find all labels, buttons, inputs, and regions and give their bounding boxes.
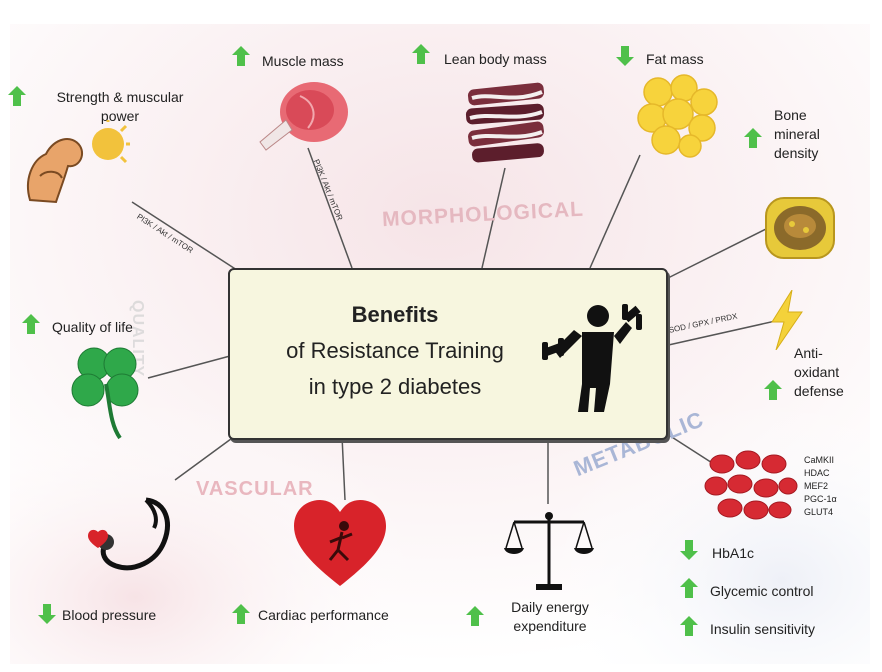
connector-lines — [131, 147, 781, 504]
up-arrow-icon — [232, 604, 250, 624]
benefit-bone-line3: density — [774, 144, 819, 161]
benefit-insulin-sensitivity: Insulin sensitivity — [710, 621, 816, 637]
benefit-antioxidant-line2: oxidant — [794, 363, 840, 380]
up-arrow-icon — [680, 616, 698, 636]
down-arrow-icon — [616, 46, 634, 66]
benefit-antioxidant-line3: defense — [794, 382, 844, 399]
benefit-glycemic-control: Glycemic control — [710, 583, 814, 599]
balance-scale-icon — [504, 512, 594, 590]
up-arrow-icon — [8, 86, 26, 106]
marker-pgc1a: PGC-1α — [804, 494, 837, 505]
section-vascular: VASCULAR — [196, 478, 314, 500]
benefit-quality-of-life: Quality of life — [52, 319, 133, 335]
stethoscope-icon — [88, 497, 170, 571]
benefit-fat-mass: Fat mass — [646, 51, 704, 67]
benefit-energy-line2: expenditure — [513, 617, 587, 634]
center-subtitle-2: in type 2 diabetes — [308, 374, 482, 399]
benefit-antioxidant: Anti- oxidant defense — [794, 344, 844, 401]
center-benefits-box: Benefits of Resistance Training in type … — [228, 268, 668, 440]
center-subtitle-1: of Resistance Training — [286, 338, 504, 363]
benefit-energy-line1: Daily energy — [511, 599, 589, 615]
benefit-lean-body-mass: Lean body mass — [444, 51, 547, 67]
up-arrow-icon — [744, 128, 762, 148]
up-arrow-icon — [22, 314, 40, 334]
muscle-meat-icon — [259, 82, 348, 151]
benefit-strength-line2: power — [100, 107, 140, 124]
up-arrow-icon — [764, 380, 782, 400]
marker-glut4: GLUT4 — [804, 507, 834, 518]
marker-hdac: HDAC — [804, 468, 830, 479]
benefit-muscle-mass: Muscle mass — [262, 53, 344, 69]
marker-mef2: MEF2 — [804, 481, 829, 492]
benefit-hba1c: HbA1c — [712, 545, 755, 561]
red-blood-cells-icon — [704, 450, 798, 520]
bone-cross-section-icon — [765, 197, 835, 259]
up-arrow-icon — [412, 44, 430, 64]
four-leaf-clover-icon — [71, 347, 139, 440]
benefit-bone-line1: Bone — [774, 107, 807, 123]
down-arrow-icon — [38, 604, 56, 624]
fat-cells-icon — [637, 74, 718, 158]
up-arrow-icon — [466, 606, 484, 626]
benefit-cardiac-performance: Cardiac performance — [258, 607, 389, 623]
benefit-antioxidant-line1: Anti- — [794, 345, 823, 361]
benefit-bone-density: Bone mineral density — [774, 106, 820, 163]
marker-list: CaMKII HDAC MEF2 PGC-1α GLUT4 — [804, 454, 837, 519]
lightning-icon — [771, 290, 803, 350]
meat-slices-icon — [465, 82, 545, 163]
down-arrow-icon — [680, 540, 698, 560]
heart-runner-icon — [294, 500, 386, 586]
benefit-bone-line2: mineral — [774, 125, 820, 142]
weightlifter-icon — [542, 304, 642, 412]
benefit-energy-expenditure: Daily energy expenditure — [494, 598, 606, 636]
marker-camkii: CaMKII — [804, 455, 835, 465]
benefit-strength-line1: Strength & muscular — [56, 89, 184, 105]
benefit-blood-pressure: Blood pressure — [62, 607, 157, 623]
benefit-strength: Strength & muscular power — [40, 88, 200, 126]
up-arrow-icon — [680, 578, 698, 598]
flexed-arm-icon — [27, 120, 130, 204]
center-title: Benefits — [351, 302, 439, 327]
up-arrow-icon — [232, 46, 250, 66]
